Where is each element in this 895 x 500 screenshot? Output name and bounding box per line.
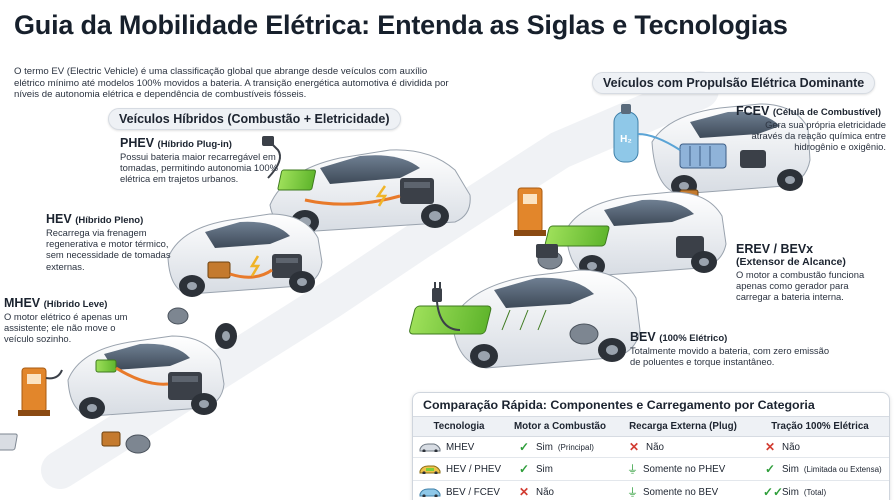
fuel-pump-icon <box>18 367 63 416</box>
erev-description: O motor a combustão funciona apenas como… <box>736 269 865 303</box>
mhev-acronym: MHEV <box>4 296 41 310</box>
comparison-table: Tecnologia Motor a Combustão Recarga Ext… <box>413 416 889 500</box>
phev-title: PHEV (Híbrido Plug-in) <box>120 136 280 150</box>
phev-description: Possui bateria maior recarregável em tom… <box>120 151 278 185</box>
check-icon: ✓ <box>518 462 530 476</box>
plug-value: Somente no PHEV <box>643 463 726 475</box>
bev-description: Totalmente movido a bateria, com zero em… <box>630 345 830 368</box>
table-row: MHEV ✓ Sim (Principal) ✕ Não ✕ Não <box>413 436 889 458</box>
comparison-table-card: Comparação Rápida: Componentes e Carrega… <box>412 392 890 500</box>
intro-paragraph: O termo EV (Electric Vehicle) é uma clas… <box>14 66 449 101</box>
erev-title: EREV / BEVx <box>736 242 814 256</box>
hev-subtitle: (Híbrido Pleno) <box>75 215 144 226</box>
fcev-car-illustration: H₂ <box>613 103 811 205</box>
mhev-subtitle: (Híbrido Leve) <box>43 299 108 310</box>
hev-acronym: HEV <box>46 212 72 226</box>
combustion-note: (Principal) <box>557 442 594 452</box>
cross-icon: ✕ <box>518 485 530 499</box>
header-combustion: Motor a Combustão <box>505 416 615 437</box>
phev-subtitle: (Híbrido Plug-in) <box>157 139 232 150</box>
section-header-hybrid: Veículos Híbridos (Combustão + Eletricid… <box>108 108 401 130</box>
table-header-row: Tecnologia Motor a Combustão Recarga Ext… <box>413 416 889 437</box>
fcev-title: FCEV (Célula de Combustível) <box>736 104 886 118</box>
cross-icon: ✕ <box>764 440 776 454</box>
bev-subtitle: (100% Elétrico) <box>659 333 728 344</box>
table-row: BEV / FCEV ✕ Não ⏚ Somente no BEV ✓✓Sim (T… <box>413 480 889 500</box>
mhev-description-block: MHEV (Híbrido Leve) O motor elétrico é a… <box>4 296 132 345</box>
plug-icon: ⏚ <box>627 464 638 476</box>
erev-description-block: EREV / BEVx (Extensor de Alcance) O moto… <box>736 242 886 303</box>
charging-plug-icon <box>432 282 461 331</box>
mhev-car-illustration <box>0 335 225 454</box>
row-tech-label: BEV / FCEV <box>446 486 500 498</box>
check-icon: ✓ <box>518 440 530 454</box>
charging-plug-icon <box>262 136 274 146</box>
row-tech-label: MHEV <box>446 441 475 453</box>
hev-description: Recarrega via frenagem regenerativa e mo… <box>46 227 171 272</box>
mhev-description: O motor elétrico é apenas um assistente;… <box>4 311 128 345</box>
hydrogen-tank-icon: H₂ <box>613 104 639 163</box>
section-header-electric: Veículos com Propulsão Elétrica Dominant… <box>592 72 876 94</box>
bev-acronym: BEV <box>630 330 656 344</box>
double-check-icon: ✓✓ <box>763 485 784 499</box>
hev-car-illustration <box>167 213 323 349</box>
hev-description-block: HEV (Híbrido Pleno) Recarrega via frenag… <box>46 212 172 272</box>
traction-value: Não <box>782 441 800 453</box>
traction-note: (Total) <box>803 487 827 497</box>
car-icon <box>419 465 441 474</box>
erev-car-illustration <box>514 187 727 277</box>
bev-description-block: BEV (100% Elétrico) Totalmente movido a … <box>630 330 830 367</box>
combustion-value: Sim <box>536 441 553 453</box>
combustion-value: Não <box>536 486 554 498</box>
svg-text:H₂: H₂ <box>620 134 632 145</box>
fcev-subtitle: (Célula de Combustível) <box>772 107 882 118</box>
traction-value: Sim <box>782 463 799 475</box>
page-title: Guia da Mobilidade Elétrica: Entenda as … <box>14 10 788 40</box>
plug-value: Não <box>646 441 664 453</box>
car-icon <box>419 443 441 452</box>
hev-title: HEV (Híbrido Pleno) <box>46 212 172 226</box>
traction-value: Sim <box>782 486 799 498</box>
check-icon: ✓ <box>764 462 776 476</box>
car-icon <box>419 488 441 497</box>
plug-icon: ⏚ <box>627 487 638 499</box>
fuel-pump-icon <box>514 187 546 236</box>
bev-title: BEV (100% Elétrico) <box>630 330 830 344</box>
traction-note: (Limitada ou Extensa) <box>803 464 882 474</box>
comparison-table-title: Comparação Rápida: Componentes e Carrega… <box>423 398 815 412</box>
plug-value: Somente no BEV <box>643 486 719 498</box>
phev-acronym: PHEV <box>120 136 155 150</box>
fcev-description: Gera sua própria eletricidade através da… <box>751 119 886 153</box>
fcev-description-block: FCEV (Célula de Combustível) Gera sua pr… <box>736 104 886 153</box>
row-tech-label: HEV / PHEV <box>446 463 501 475</box>
header-technology: Tecnologia <box>413 416 505 437</box>
fcev-acronym: FCEV <box>736 104 770 118</box>
bev-car-illustration <box>409 269 641 369</box>
erev-subtitle: (Extensor de Alcance) <box>736 256 846 268</box>
table-row: HEV / PHEV ✓ Sim ⏚ Somente no PHEV ✓ Sim (L… <box>413 457 889 481</box>
phev-description-block: PHEV (Híbrido Plug-in) Possui bateria ma… <box>120 136 280 185</box>
header-traction: Tração 100% Elétrica <box>751 416 889 437</box>
header-plug: Recarga Externa (Plug) <box>615 416 751 437</box>
cross-icon: ✕ <box>628 440 640 454</box>
mhev-title: MHEV (Híbrido Leve) <box>4 296 132 310</box>
combustion-value: Sim <box>536 463 553 475</box>
